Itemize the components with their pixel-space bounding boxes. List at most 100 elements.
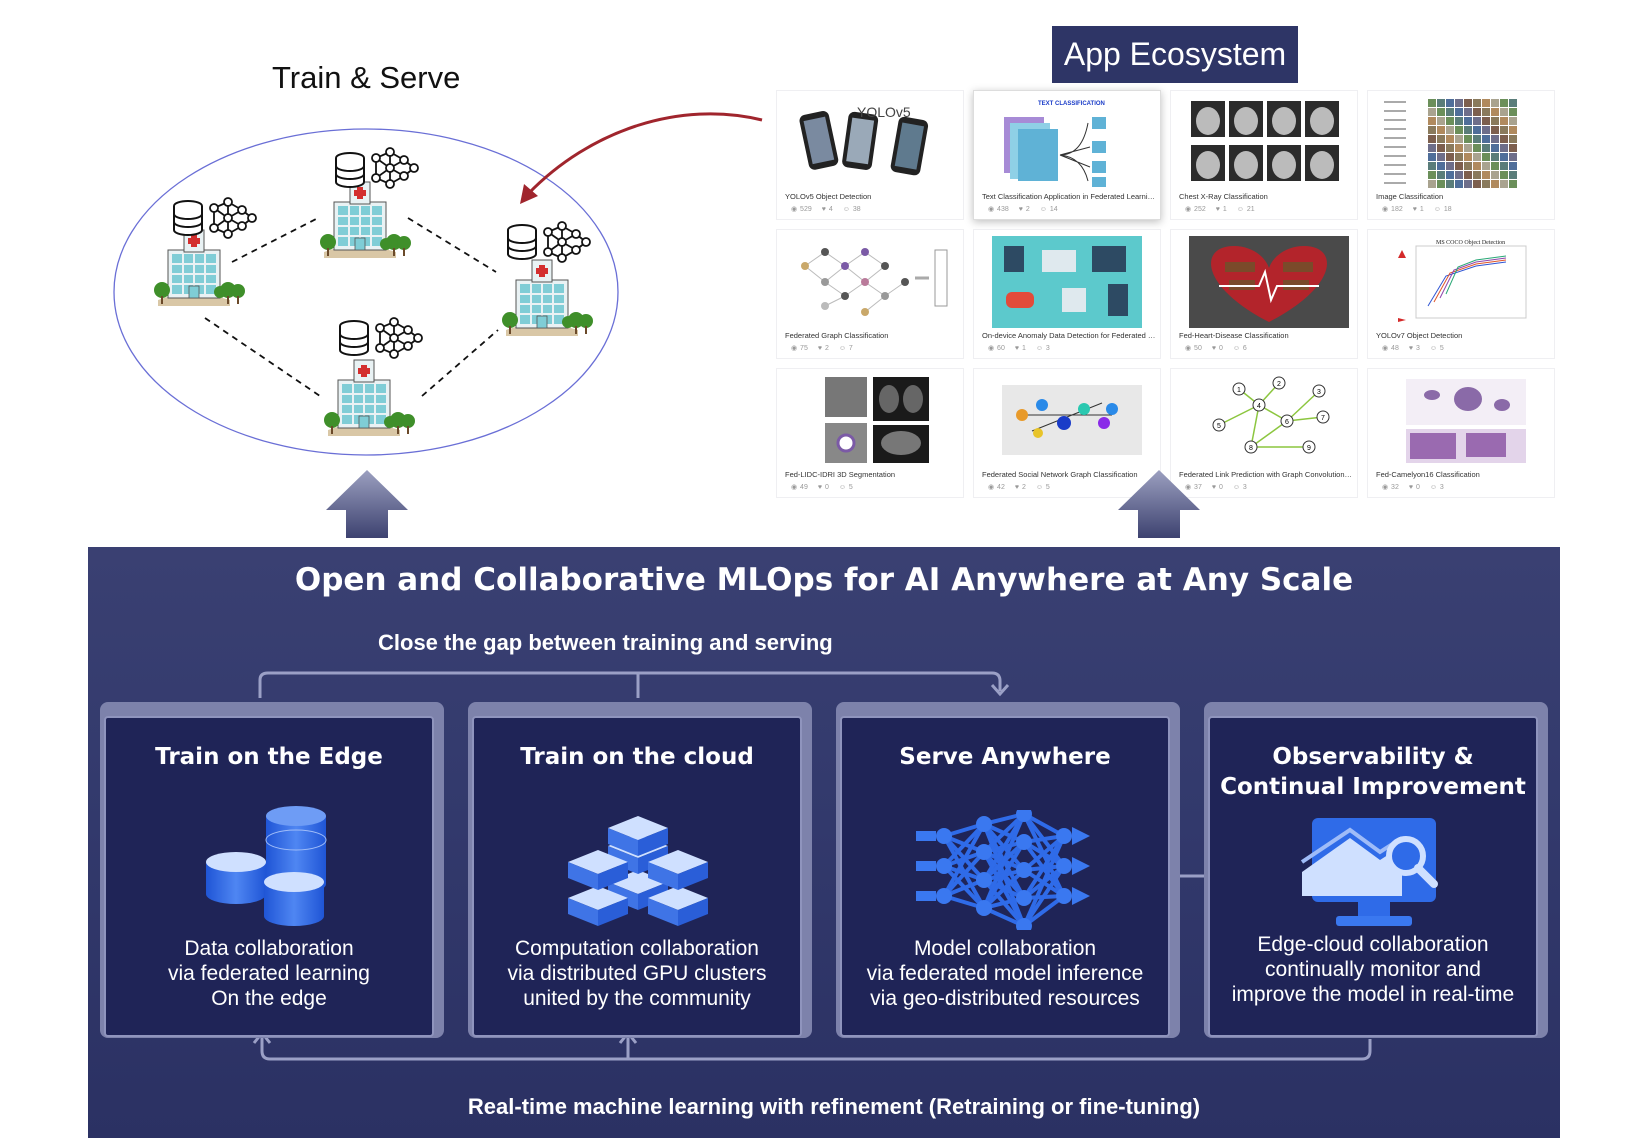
app-stats: ◉ 182 ♥ 1 ☺ 18 bbox=[1382, 205, 1462, 213]
hospital-node-left bbox=[153, 197, 257, 307]
app-card[interactable]: On-device Anomaly Data Detection for Fed… bbox=[973, 229, 1161, 359]
app-card[interactable]: TEXT CLASSIFICATION Text Classification … bbox=[973, 90, 1161, 220]
train-serve-diagram bbox=[113, 112, 763, 456]
app-card[interactable]: YOLOv5 YOLOv5 Object Detection ◉ 529♥ 4☺… bbox=[776, 90, 964, 220]
card-desc-line: via distributed GPU clusters bbox=[507, 962, 767, 985]
app-card[interactable]: Fed-Heart-Disease Classification ◉ 50 ♥ 0… bbox=[1170, 229, 1358, 359]
svg-text:2: 2 bbox=[1277, 381, 1281, 388]
card-desc-line: On the edge bbox=[211, 987, 327, 1010]
users-count: ☺ 38 bbox=[842, 206, 861, 213]
app-card[interactable]: MS COCO Object Detection YOLOv7 Object D… bbox=[1367, 229, 1555, 359]
views-count: ◉ 252 bbox=[1185, 206, 1206, 213]
svg-text:5: 5 bbox=[1217, 423, 1221, 430]
app-stats: ◉ 42♥ 2☺ 5 bbox=[988, 483, 1060, 491]
hospital-node-right bbox=[501, 221, 594, 337]
app-thumbnail bbox=[982, 236, 1152, 328]
app-stats: ◉ 37♥ 0☺ 3 bbox=[1185, 483, 1257, 491]
likes-count: ♥ 3 bbox=[1408, 345, 1420, 352]
svg-text:1: 1 bbox=[1237, 387, 1241, 394]
likes-count: ♥ 0 bbox=[817, 484, 829, 491]
users-count: ☺ 3 bbox=[1035, 345, 1050, 352]
views-count: ◉ 32 bbox=[1382, 484, 1399, 491]
app-caption: Federated Link Prediction with Graph Con… bbox=[1179, 470, 1353, 479]
card-desc-line: Computation collaboration bbox=[515, 937, 759, 960]
card-description: Data collaboration via federated learnin… bbox=[106, 936, 432, 1011]
app-thumbnail bbox=[785, 375, 955, 467]
app-card[interactable]: Fed-LIDC-IDRI 3D Segmentation ◉ 49♥ 0☺ 5 bbox=[776, 368, 964, 498]
hospital-node-bottom bbox=[323, 317, 423, 437]
app-caption: Fed-Camelyon16 Classification bbox=[1376, 470, 1480, 479]
mlops-card: Observability & Continual Improvement Ed… bbox=[1208, 716, 1538, 1037]
mlops-title: Open and Collaborative MLOps for AI Anyw… bbox=[294, 562, 1354, 598]
app-stats: ◉ 50♥ 0☺ 6 bbox=[1185, 344, 1257, 352]
app-caption: On-device Anomaly Data Detection for Fed… bbox=[982, 331, 1156, 340]
card-desc-line: Model collaboration bbox=[913, 937, 1097, 960]
app-thumbnail: MS COCO Object Detection bbox=[1376, 236, 1546, 328]
monitor-chart-icon bbox=[1298, 816, 1448, 941]
app-thumbnail bbox=[1179, 97, 1349, 189]
app-card[interactable]: Fed-Camelyon16 Classification ◉ 32 ♥ 0 ☺ 3 bbox=[1367, 368, 1555, 498]
card-description: Edge-cloud collaboration continually mon… bbox=[1210, 932, 1536, 1007]
app-card[interactable]: Federated Social Network Graph Classific… bbox=[973, 368, 1161, 498]
app-thumbnail bbox=[785, 236, 955, 328]
app-thumbnail bbox=[982, 375, 1152, 467]
users-count: ☺ 3 bbox=[1429, 484, 1444, 491]
svg-text:3: 3 bbox=[1317, 389, 1321, 396]
card-title: Observability & bbox=[1272, 744, 1474, 770]
likes-count: ♥ 4 bbox=[821, 206, 833, 213]
likes-count: ♥ 1 bbox=[1014, 345, 1026, 352]
app-caption: Text Classification Application in Feder… bbox=[982, 192, 1156, 201]
card-desc-line: via geo-distributed resources bbox=[870, 987, 1140, 1010]
server-cubes-icon bbox=[558, 816, 718, 941]
mlops-card: Train on the Edge Data collaboration via… bbox=[104, 716, 434, 1037]
app-card[interactable]: Federated Graph Classification ◉ 75♥ 2☺ … bbox=[776, 229, 964, 359]
app-stats: ◉ 438♥ 2☺ 14 bbox=[988, 205, 1068, 213]
app-thumbnail: TEXT CLASSIFICATION bbox=[982, 97, 1152, 189]
card-title: Train on the cloud bbox=[520, 744, 754, 770]
users-count: ☺ 14 bbox=[1039, 206, 1058, 213]
app-stats: ◉ 529♥ 4☺ 38 bbox=[791, 205, 871, 213]
likes-count: ♥ 2 bbox=[1018, 206, 1030, 213]
svg-text:TEXT CLASSIFICATION: TEXT CLASSIFICATION bbox=[1038, 101, 1105, 107]
app-thumbnail bbox=[1179, 236, 1349, 328]
users-count: ☺ 21 bbox=[1236, 206, 1255, 213]
card-title: Serve Anywhere bbox=[899, 744, 1111, 770]
hospital-node-top bbox=[319, 147, 419, 259]
app-card[interactable]: Image Classification ◉ 182 ♥ 1 ☺ 18 bbox=[1367, 90, 1555, 220]
mlops-card: Serve Anywhere Model collaboration via f… bbox=[840, 716, 1170, 1037]
app-thumbnail bbox=[1376, 97, 1546, 189]
users-count: ☺ 7 bbox=[838, 345, 853, 352]
app-stats: ◉ 60♥ 1☺ 3 bbox=[988, 344, 1060, 352]
card-desc-line: via federated learning bbox=[168, 962, 370, 985]
bottom-loop-label: Real-time machine learning with refineme… bbox=[467, 1094, 1201, 1119]
app-thumbnail bbox=[1376, 375, 1546, 467]
views-count: ◉ 50 bbox=[1185, 345, 1202, 352]
card-desc-line: Data collaboration bbox=[184, 937, 354, 960]
app-caption: Fed-Heart-Disease Classification bbox=[1179, 331, 1289, 340]
app-stats: ◉ 252♥ 1☺ 21 bbox=[1185, 205, 1265, 213]
app-caption: Image Classification bbox=[1376, 192, 1444, 201]
svg-text:9: 9 bbox=[1307, 445, 1311, 452]
app-caption: YOLOv5 Object Detection bbox=[785, 192, 872, 201]
dashed-connections bbox=[204, 217, 499, 397]
up-arrow-left bbox=[326, 470, 408, 538]
app-caption: YOLOv7 Object Detection bbox=[1376, 331, 1463, 340]
card-desc-line: improve the model in real-time bbox=[1231, 983, 1515, 1006]
users-count: ☺ 5 bbox=[1035, 484, 1050, 491]
card-desc-line: via federated model inference bbox=[866, 962, 1144, 985]
app-caption: Fed-LIDC-IDRI 3D Segmentation bbox=[785, 470, 896, 479]
card-title: Train on the Edge bbox=[155, 744, 383, 770]
card-desc-line: Edge-cloud collaboration bbox=[1257, 933, 1489, 956]
views-count: ◉ 182 bbox=[1382, 206, 1403, 213]
users-count: ☺ 18 bbox=[1433, 206, 1452, 213]
likes-count: ♥ 0 bbox=[1408, 484, 1420, 491]
app-card[interactable]: Chest X-Ray Classification ◉ 252♥ 1☺ 21 bbox=[1170, 90, 1358, 220]
likes-count: ♥ 1 bbox=[1412, 206, 1424, 213]
card-desc-line: continually monitor and bbox=[1265, 958, 1481, 981]
likes-count: ♥ 0 bbox=[1211, 345, 1223, 352]
views-count: ◉ 42 bbox=[988, 484, 1005, 491]
card-description: Model collaboration via federated model … bbox=[842, 936, 1168, 1011]
views-count: ◉ 49 bbox=[791, 484, 808, 491]
card-title-line2: Continual Improvement bbox=[1220, 774, 1526, 800]
